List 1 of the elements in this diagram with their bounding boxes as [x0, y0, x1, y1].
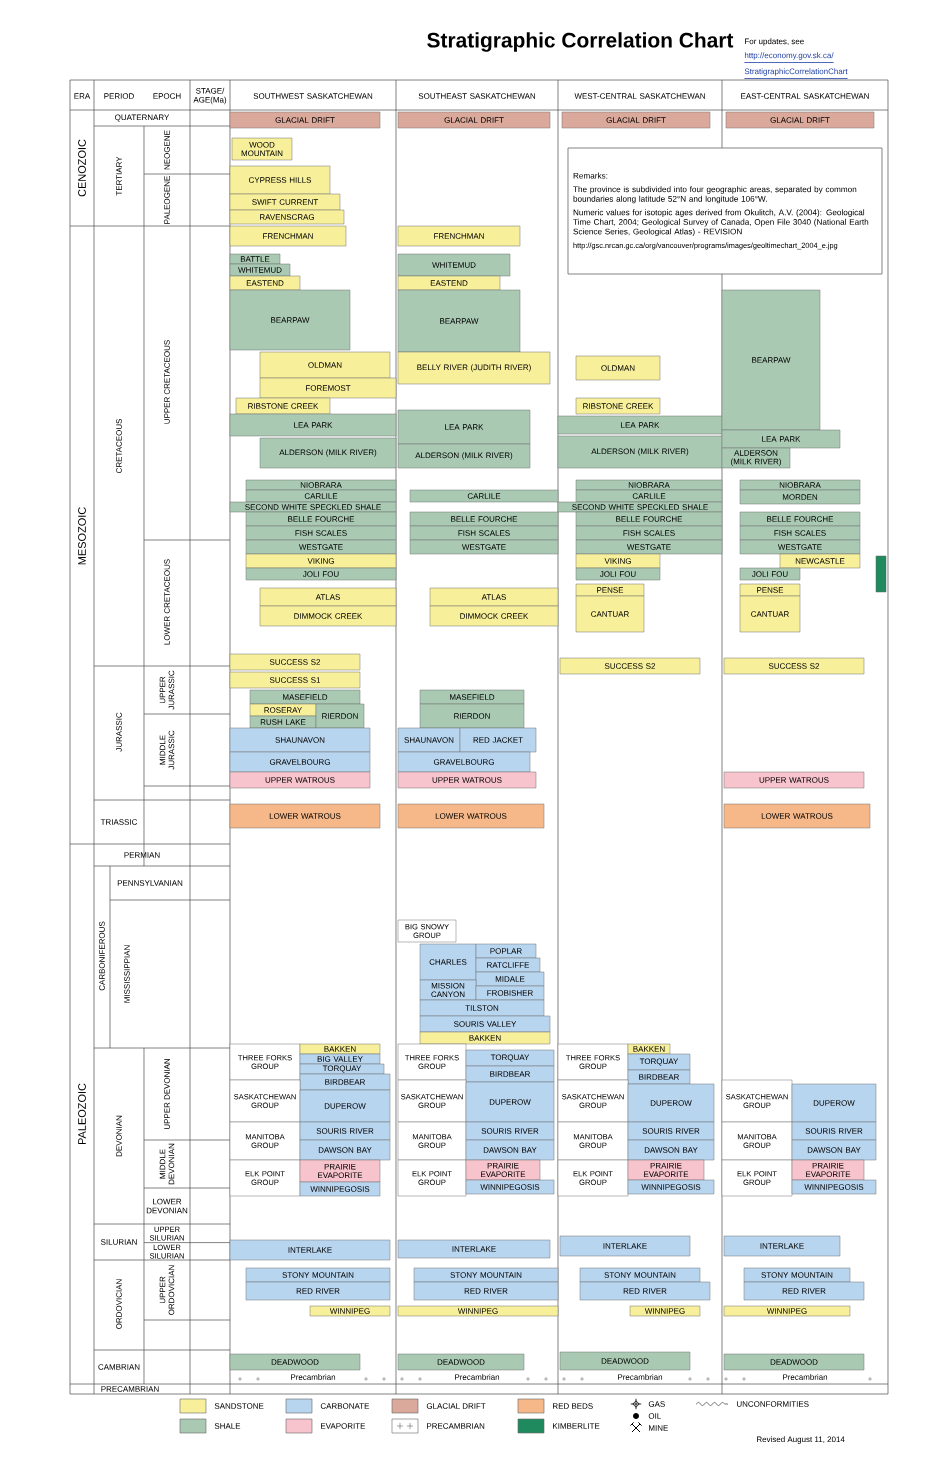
chart-title: Stratigraphic Correlation Chart: [427, 32, 734, 52]
